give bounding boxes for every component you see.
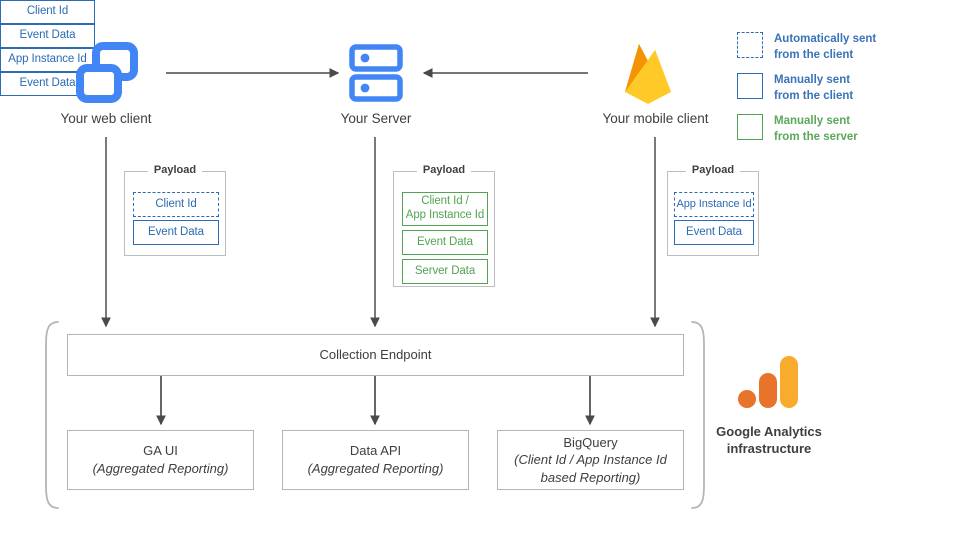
transfer-tag-web-client-id: Client Id bbox=[0, 0, 95, 24]
legend-label-manual-server-line2: from the server bbox=[774, 130, 858, 143]
output-bigquery-title: BigQuery bbox=[563, 434, 618, 450]
infrastructure-bracket-right bbox=[691, 321, 705, 509]
output-ga-ui-title: GA UI bbox=[143, 443, 178, 459]
browser-windows-icon bbox=[76, 42, 138, 103]
legend-label-auto-client-line1: Automatically sent bbox=[774, 33, 877, 45]
ga-infrastructure-caption: Google Analytics infrastructure bbox=[690, 424, 848, 458]
payload-server: Payload Client Id / App Instance Id Even… bbox=[393, 164, 495, 287]
output-bigquery-subtitle2: based Reporting) bbox=[540, 469, 641, 485]
payload-web: Payload Client Id Event Data bbox=[124, 164, 226, 256]
firebase-flame-icon bbox=[625, 44, 671, 104]
legend-item-manual-client: Manually sent from the client bbox=[737, 73, 853, 104]
legend-label-manual-server-line1: Manually sent bbox=[774, 115, 851, 127]
payload-mobile: Payload App Instance Id Event Data bbox=[667, 164, 759, 256]
payload-server-item-id: Client Id / App Instance Id bbox=[402, 192, 488, 226]
ga-caption-line1: Google Analytics bbox=[716, 424, 822, 439]
legend-label-manual-client-line1: Manually sent bbox=[774, 74, 851, 86]
legend-label-auto-client-line2: from the client bbox=[774, 48, 854, 61]
legend-item-auto-client: Automatically sent from the client bbox=[737, 32, 876, 63]
payload-web-item-event-data: Event Data bbox=[133, 220, 219, 245]
output-box-bigquery: BigQuery (Client Id / App Instance Id ba… bbox=[497, 430, 684, 490]
infrastructure-bracket-left bbox=[45, 321, 59, 509]
payload-server-item-server-data: Server Data bbox=[402, 259, 488, 284]
node-label-web-client: Your web client bbox=[60, 111, 152, 126]
payload-mobile-item-event-data: Event Data bbox=[674, 220, 754, 245]
ga-caption-line2: infrastructure bbox=[726, 440, 812, 456]
payload-web-item-client-id: Client Id bbox=[133, 192, 219, 217]
legend-label-auto-client: Automatically sent from the client bbox=[774, 32, 876, 63]
output-box-ga-ui: GA UI (Aggregated Reporting) bbox=[67, 430, 254, 490]
legend-swatch-solid-green bbox=[737, 114, 763, 140]
output-bigquery-subtitle: (Client Id / App Instance Id bbox=[514, 452, 667, 468]
payload-server-item-event-data: Event Data bbox=[402, 230, 488, 255]
legend-swatch-solid-blue bbox=[737, 73, 763, 99]
legend-label-manual-client-line2: from the client bbox=[774, 89, 854, 102]
transfer-tag-web-event-data: Event Data bbox=[0, 24, 95, 48]
node-label-mobile-client: Your mobile client bbox=[602, 111, 709, 126]
payload-server-item-id-line2: App Instance Id bbox=[405, 209, 485, 221]
legend-label-manual-client: Manually sent from the client bbox=[774, 73, 853, 104]
output-data-api-title: Data API bbox=[349, 443, 402, 459]
payload-server-title: Payload bbox=[416, 164, 472, 176]
legend-swatch-dashed-blue bbox=[737, 32, 763, 58]
output-ga-ui-subtitle: (Aggregated Reporting) bbox=[92, 461, 229, 476]
node-label-server: Your Server bbox=[340, 111, 412, 126]
output-data-api-subtitle: (Aggregated Reporting) bbox=[307, 461, 444, 476]
legend-item-manual-server: Manually sent from the server bbox=[737, 114, 858, 145]
payload-mobile-item-app-instance-id: App Instance Id bbox=[674, 192, 754, 217]
server-rack-icon bbox=[349, 44, 403, 102]
legend-label-manual-server: Manually sent from the server bbox=[774, 114, 858, 145]
google-analytics-logo bbox=[738, 356, 798, 408]
output-box-data-api: Data API (Aggregated Reporting) bbox=[282, 430, 469, 490]
payload-server-item-id-line1: Client Id / bbox=[421, 195, 469, 208]
payload-web-title: Payload bbox=[147, 164, 203, 176]
payload-mobile-title: Payload bbox=[685, 164, 741, 176]
collection-endpoint-box: Collection Endpoint bbox=[67, 334, 684, 376]
